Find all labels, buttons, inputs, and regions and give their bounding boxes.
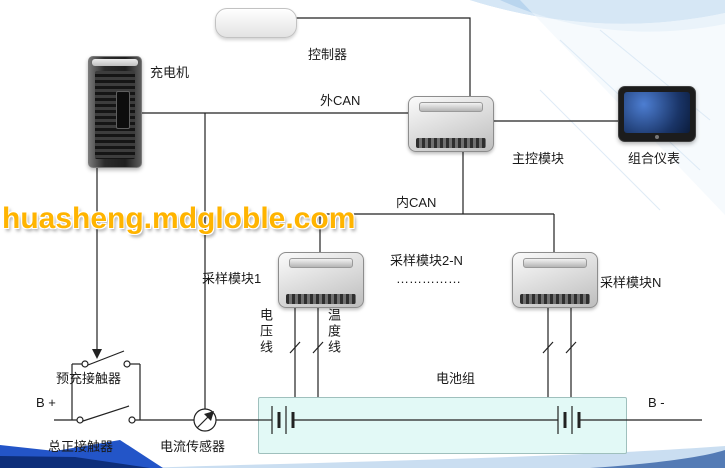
sampling-module-n-label: 采样模块N [600, 275, 662, 290]
sampling-module-1-label: 采样模块1 [202, 271, 262, 286]
charger-device [88, 56, 142, 168]
current-sensor-label: 电流传感器 [160, 439, 226, 454]
precharge-contactor-label: 预充接触器 [56, 371, 122, 386]
controller-device [215, 8, 297, 38]
temperature-line-label: 温度线 [326, 308, 341, 356]
sampling-module-2n-label: 采样模块2-N [390, 253, 463, 268]
voltage-line-label: 电压线 [258, 308, 273, 356]
b-minus-label: B - [648, 395, 665, 410]
charger-top-cap [92, 59, 138, 66]
external-can-bus [141, 112, 408, 409]
b-plus-label: B + [36, 395, 56, 410]
current-sensor-symbol [193, 408, 258, 432]
sampling-module-n-device [512, 252, 598, 308]
charger-output-wire [92, 166, 102, 359]
instrument-cluster-label: 组合仪表 [628, 151, 681, 166]
main-positive-contactor-label: 总正接触器 [48, 439, 114, 454]
main-control-module-device [408, 96, 494, 152]
main-contactor-symbol [76, 405, 136, 424]
instrument-cluster-button [655, 135, 659, 139]
battery-pack-label: 电池组 [436, 371, 476, 386]
instrument-cluster-screen [624, 92, 690, 133]
instrument-cluster-device [618, 86, 696, 142]
internal-can-label: 内CAN [396, 195, 437, 210]
sampling-module-2n-dots: …………… [396, 271, 461, 286]
watermark-text: huasheng.mdgloble.com [2, 202, 356, 235]
external-can-label: 外CAN [320, 93, 361, 108]
sampling-module-1-device [278, 252, 364, 308]
main-module-label: 主控模块 [512, 151, 565, 166]
charger-window [116, 91, 130, 129]
battery-pack-box [258, 397, 627, 454]
controller-label: 控制器 [308, 47, 348, 62]
charger-label: 充电机 [150, 65, 190, 80]
